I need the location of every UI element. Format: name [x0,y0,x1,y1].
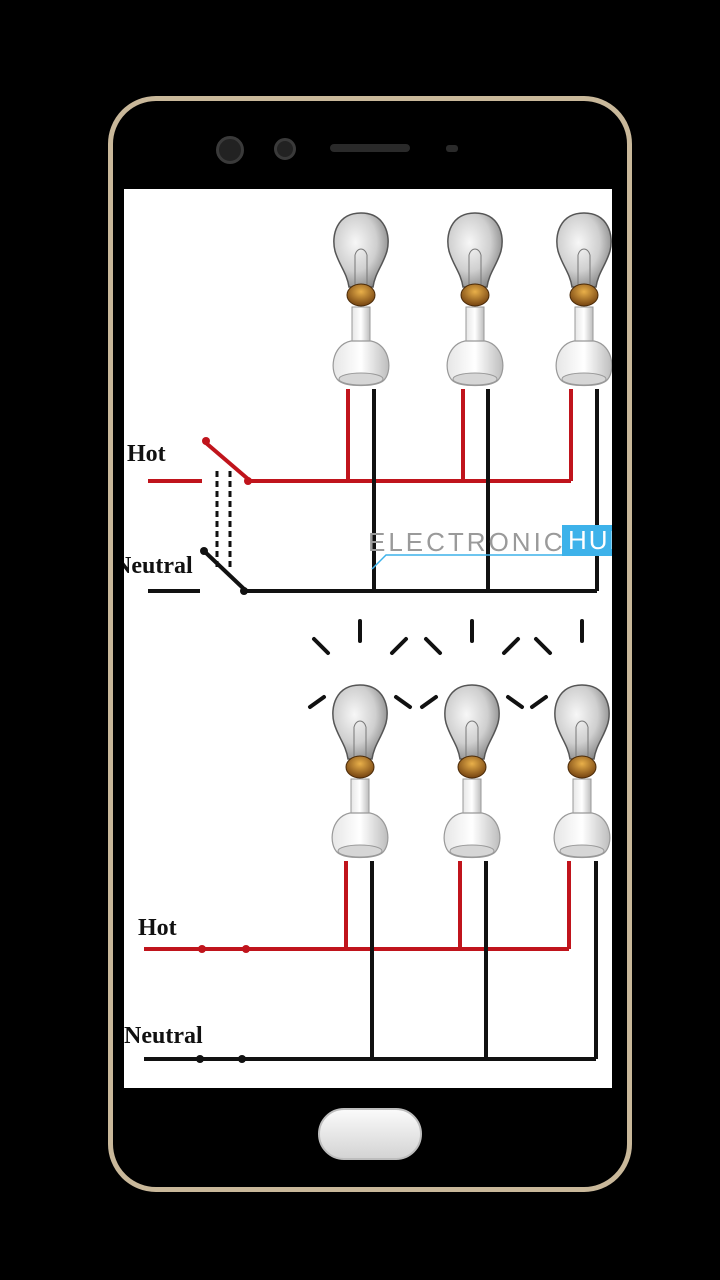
top-hot-wire [148,389,573,483]
front-camera-icon [216,136,244,164]
home-button[interactable] [318,1108,422,1160]
bulb-icon [331,684,389,859]
watermark-badge: HUB [562,525,612,556]
top-neutral-label: Neutral [124,553,193,579]
bottom-hot-label: Hot [138,915,177,941]
watermark-underline [371,554,604,570]
screen: Hot Neutral Hot Neutral ELECTRONICS HUB [124,189,612,1088]
bottom-neutral-label: Neutral [124,1023,203,1049]
bulb-icon [443,684,501,859]
bottom-hot-wire [144,861,571,951]
bottom-circuit [144,619,612,1063]
top-hot-label: Hot [127,441,166,467]
watermark-text: ELECTRONICS [368,527,586,557]
wiring-diagram [144,212,612,1063]
earpiece-speaker [330,144,410,152]
front-sensor-icon [274,138,296,160]
bottom-neutral-wire [144,861,598,1061]
top-switch-icon [200,437,252,595]
bulb-icon [555,212,612,387]
bulb-icon [446,212,504,387]
bottom-switch-icon [196,945,250,1063]
proximity-sensor [446,145,458,152]
bulb-icon [553,684,611,859]
bulb-icon [332,212,390,387]
top-circuit [148,212,612,595]
top-neutral-wire [148,389,599,593]
